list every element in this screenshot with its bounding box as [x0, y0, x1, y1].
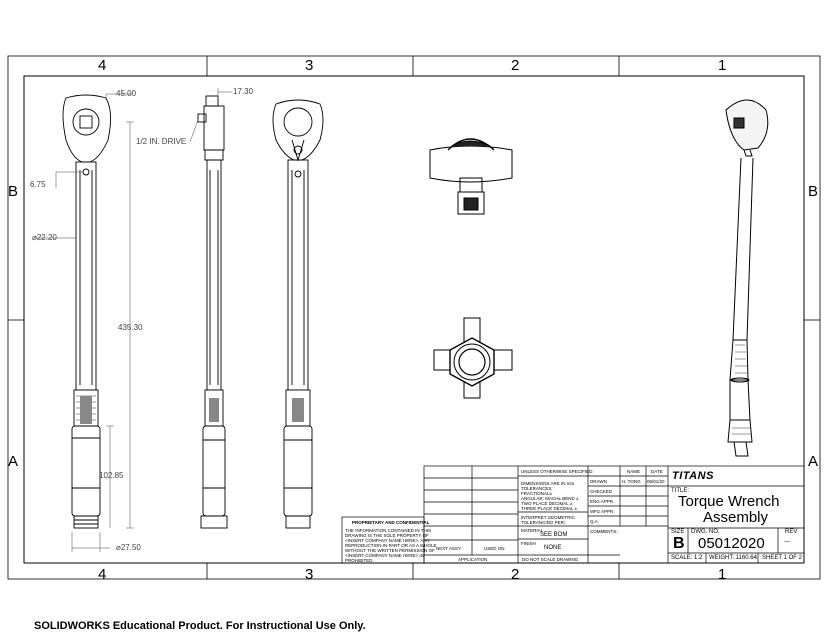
back-view	[272, 99, 324, 529]
side-view	[197, 95, 228, 529]
size-value: B	[673, 535, 685, 552]
zone-col-4-top: 4	[98, 57, 107, 74]
tolerances: TOLERANCES:	[521, 486, 553, 491]
proprietary-line-1: THE INFORMATION CONTAINED IN THIS	[345, 528, 432, 533]
zone-row-b-right: B	[808, 183, 819, 200]
dwg-no-value: 05012020	[698, 535, 765, 552]
fractional: FRACTIONAL±	[521, 491, 552, 496]
qa-label: Q.A.	[590, 519, 600, 524]
zone-row-b-left: B	[8, 183, 19, 200]
size-label: SIZE	[671, 529, 685, 535]
rev-label: REV	[785, 529, 798, 535]
dim-drive-offset: 17.30	[233, 87, 254, 96]
no-scale: DO NOT SCALE DRAWING	[522, 557, 579, 562]
proprietary-title: PROPRIETARY AND CONFIDENTIAL	[352, 520, 430, 525]
dim-overall-length: 435.30	[118, 323, 143, 332]
zone-col-4-bottom: 4	[98, 566, 107, 583]
interpret: INTERPRET GEOMETRIC	[521, 515, 575, 520]
isometric-view	[725, 99, 769, 457]
dim-grip-diameter-value: 27.50	[120, 543, 141, 552]
angular: ANGULAR: MACH± BEND ±	[521, 496, 579, 501]
dwg-no-label: DWG. NO.	[691, 529, 720, 535]
unless-specified: UNLESS OTHERWISE SPECIFIED:	[521, 469, 594, 474]
educational-footer: SOLIDWORKS Educational Product. For Inst…	[34, 620, 366, 632]
comments-label: COMMENTS:	[590, 529, 618, 534]
title-block-lines	[341, 465, 805, 564]
name-header: NAME	[627, 469, 641, 474]
drawn-name: H. TONG	[622, 479, 641, 484]
used-on-label: USED ON	[484, 546, 505, 551]
drawing-title-line-2: Assembly	[703, 509, 769, 526]
dim-drive-label: 1/2 IN. DRIVE	[136, 137, 187, 146]
proprietary-line-7: PROHIBITED.	[345, 558, 374, 563]
drawn-label: DRAWN	[590, 479, 607, 484]
dim-pin-offset: 6.75	[30, 180, 46, 189]
zone-col-3-top: 3	[305, 57, 314, 74]
zone-row-a-left: A	[8, 453, 19, 470]
dim-shaft-diameter: ⌀22.20	[32, 233, 57, 242]
scale-text: SCALE: 1:2	[671, 555, 703, 561]
company-logo: TITANS	[672, 470, 714, 482]
material-value: SEE BOM	[540, 532, 568, 538]
finish-label: FINISH	[521, 541, 536, 546]
zone-row-a-right: A	[808, 453, 819, 470]
dims-in: DIMENSIONS ARE IN mm	[521, 481, 575, 486]
two-place: TWO PLACE DECIMAL ±	[521, 501, 573, 506]
dim-shaft-diameter-value: 22.20	[36, 233, 57, 242]
zone-col-2-top: 2	[511, 57, 520, 74]
bottom-view	[433, 317, 513, 399]
date-header: DATE	[651, 469, 663, 474]
title-label: TITLE:	[671, 488, 690, 494]
tolerancing: TOLERANCING PER:	[521, 520, 566, 525]
checked-label: CHECKED	[590, 489, 613, 494]
application-label: APPLICATION	[458, 557, 488, 562]
rev-value: ---	[784, 539, 790, 545]
finish-value: NONE	[544, 545, 562, 551]
eng-appr-label: ENG APPR.	[590, 499, 615, 504]
material-label: MATERIAL	[521, 528, 544, 533]
drawing-title-line-1: Torque Wrench	[678, 493, 780, 510]
sheet-text: SHEET 1 OF 2	[762, 555, 802, 561]
zone-col-3-bottom: 3	[305, 566, 314, 583]
zone-col-1-top: 1	[718, 57, 727, 74]
weight-text: WEIGHT: 1160.64	[709, 555, 757, 561]
zone-col-1-bottom: 1	[718, 566, 727, 583]
dim-grip-length: 102.85	[99, 471, 124, 480]
proprietary-line-6: <INSERT COMPANY NAME HERE> IS	[345, 553, 424, 558]
three-place: THREE PLACE DECIMAL ±	[521, 506, 578, 511]
drawn-date: 05/01/20	[647, 479, 665, 484]
dim-grip-diameter: ⌀27.50	[116, 543, 141, 552]
mfg-appr-label: MFG APPR.	[590, 509, 615, 514]
top-view	[429, 138, 513, 215]
proprietary-line-5: WITHOUT THE WRITTEN PERMISSION OF	[345, 548, 435, 553]
next-assy-label: NEXT ASSY	[436, 546, 461, 551]
proprietary-line-2: DRAWING IS THE SOLE PROPERTY OF	[345, 533, 429, 538]
front-view	[62, 94, 111, 529]
proprietary-line-3: <INSERT COMPANY NAME HERE>. ANY	[345, 538, 430, 543]
zone-col-2-bottom: 2	[511, 566, 520, 583]
proprietary-line-4: REPRODUCTION IN PART OR AS A WHOLE	[345, 543, 437, 548]
dim-head-width: 45.00	[116, 89, 137, 98]
